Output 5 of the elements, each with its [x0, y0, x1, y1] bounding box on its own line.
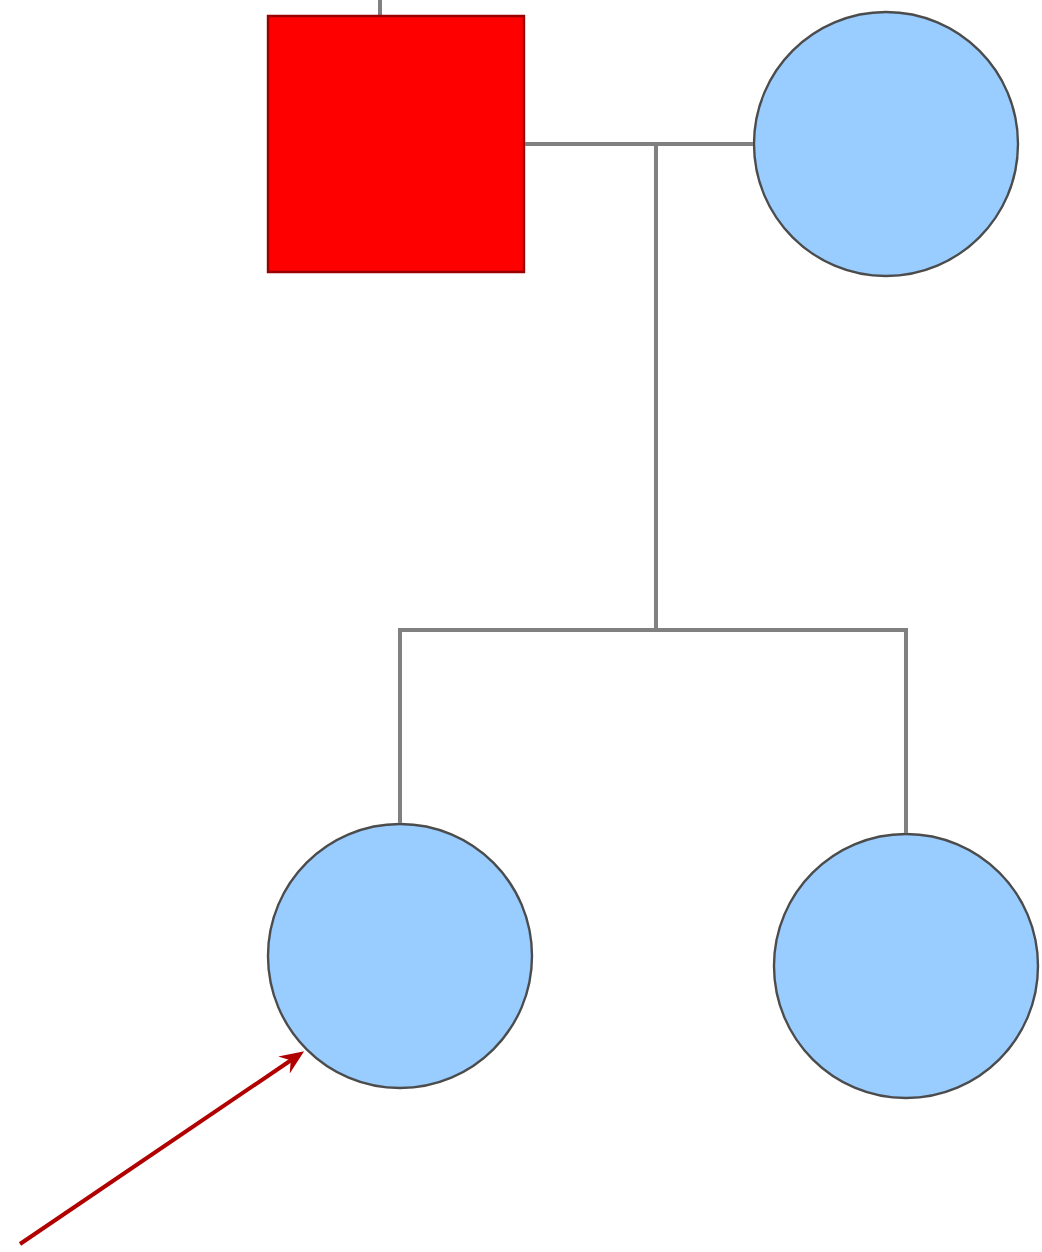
box-symbol — [266, 14, 526, 274]
circle-symbol — [266, 822, 534, 1090]
descent-line — [654, 142, 908, 833]
circle-symbol — [752, 10, 1020, 278]
circle-symbol — [772, 832, 1040, 1100]
